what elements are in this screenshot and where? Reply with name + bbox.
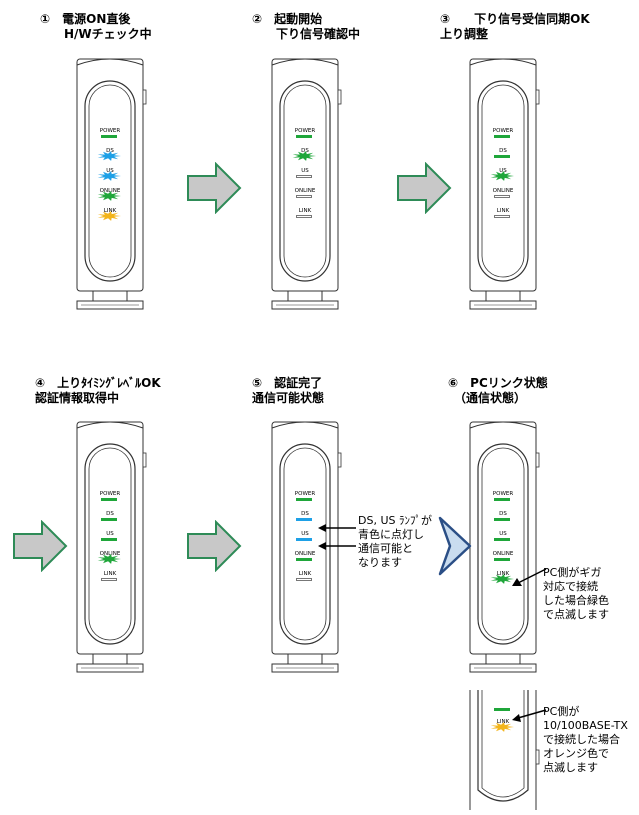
led-power [296,135,312,138]
led-label-power: POWER [294,491,316,497]
device-step-6: POWER DS US ONLINE LINK [468,418,540,676]
led-power [296,498,312,501]
led-label-us: US [301,168,309,174]
led-label-online: ONLINE [99,551,121,557]
led-label-link: LINK [298,208,312,214]
device-step-5: POWER DS US ONLINE LINK [270,418,342,676]
arrow-right-blue-icon [438,516,472,576]
led-label-ds: DS [301,511,309,517]
blink-burst-icon [490,722,514,732]
step-6-title: ⑥ PCリンク状態 （通信状態） [448,376,548,405]
led-label-ds: DS [499,511,507,517]
led-label-link: LINK [496,719,510,725]
callout-pointer-icon [512,709,547,722]
led-label-link: LINK [298,571,312,577]
led-ds [494,518,510,521]
led-label-us: US [301,531,309,537]
led-label-link: LINK [496,571,510,577]
step-5-title: ⑤ 認証完了 通信可能状態 [252,376,325,405]
device-outline [271,58,342,310]
note-ds-us-blue: DS, US ﾗﾝﾌﾟが 青色に点灯し 通信可能と なります [358,514,432,569]
blink-burst-icon [490,171,514,181]
device-step-2: POWER DS US ONLINE LINK [270,55,342,313]
led-label-online: ONLINE [294,188,316,194]
led-label-ds: DS [301,148,309,154]
led-us [101,538,117,541]
blink-burst-icon [97,151,121,161]
device-step-3: POWER DS US ONLINE LINK [468,55,540,313]
arrow-right-icon [13,520,68,572]
arrow-right-icon [187,162,242,214]
led-label-us: US [106,168,114,174]
led-power [101,135,117,138]
led-us [296,175,312,178]
led-online [296,195,312,198]
callout-pointer-icon [512,568,547,586]
led-power [101,498,117,501]
led-us [494,538,510,541]
blink-burst-icon [490,574,514,584]
led-label-power: POWER [492,128,514,134]
led-label-us: US [106,531,114,537]
device-step-1: POWER DS US ONLINE LINK [75,55,147,313]
blink-burst-icon [97,211,121,221]
led-link [101,578,117,581]
led-label-online: ONLINE [492,551,514,557]
led-label-power: POWER [492,491,514,497]
led-link [494,215,510,218]
callout-pointer-icon [318,524,356,550]
led-label-power: POWER [294,128,316,134]
led-label-online: ONLINE [492,188,514,194]
led-power [494,498,510,501]
device-step-4: POWER DS US ONLINE LINK [75,418,147,676]
led-label-us: US [499,168,507,174]
step-2-title: ② 起動開始 下り信号確認中 [252,12,361,41]
blink-burst-icon [292,151,316,161]
led-label-ds: DS [106,511,114,517]
blink-burst-icon [97,554,121,564]
led-label-link: LINK [496,208,510,214]
device-outline [469,690,540,810]
led-online [494,195,510,198]
led-label-power: POWER [99,128,121,134]
led-label-ds: DS [499,148,507,154]
blink-burst-icon [97,171,121,181]
step-1-title: ① 電源ON直後 H/Wチェック中 [40,12,152,41]
blink-burst-icon [97,191,121,201]
arrow-right-icon [397,162,452,214]
led-link [296,215,312,218]
led-label-online: ONLINE [294,551,316,557]
led-label-power: POWER [99,491,121,497]
device-outline [76,58,147,310]
led-power [494,135,510,138]
device-outline [76,421,147,673]
step-3-title: ③ 下り信号受信同期OK 上り調整 [440,12,590,41]
led-label-link: LINK [103,571,117,577]
device-outline [469,58,540,310]
led-online [296,558,312,561]
device-outline [469,421,540,673]
device-detail-orange-link: LINK [468,690,540,810]
led-link [296,578,312,581]
led-label-online: ONLINE [99,188,121,194]
led-ds [101,518,117,521]
led-online [494,708,510,711]
led-us [296,538,312,541]
led-label-ds: DS [106,148,114,154]
led-ds [494,155,510,158]
led-label-link: LINK [103,208,117,214]
note-fast-ethernet: PC側が 10/100BASE-TX で接続した場合 オレンジ色で 点滅します [543,705,628,774]
led-label-us: US [499,531,507,537]
note-gigabit: PC側がギガ 対応で接続 した場合緑色 で点滅します [543,566,609,621]
led-online [494,558,510,561]
step-4-title: ④ 上りﾀｲﾐﾝｸﾞﾚﾍﾞﾙOK 認証情報取得中 [35,376,161,405]
led-ds [296,518,312,521]
arrow-right-icon [187,520,242,572]
